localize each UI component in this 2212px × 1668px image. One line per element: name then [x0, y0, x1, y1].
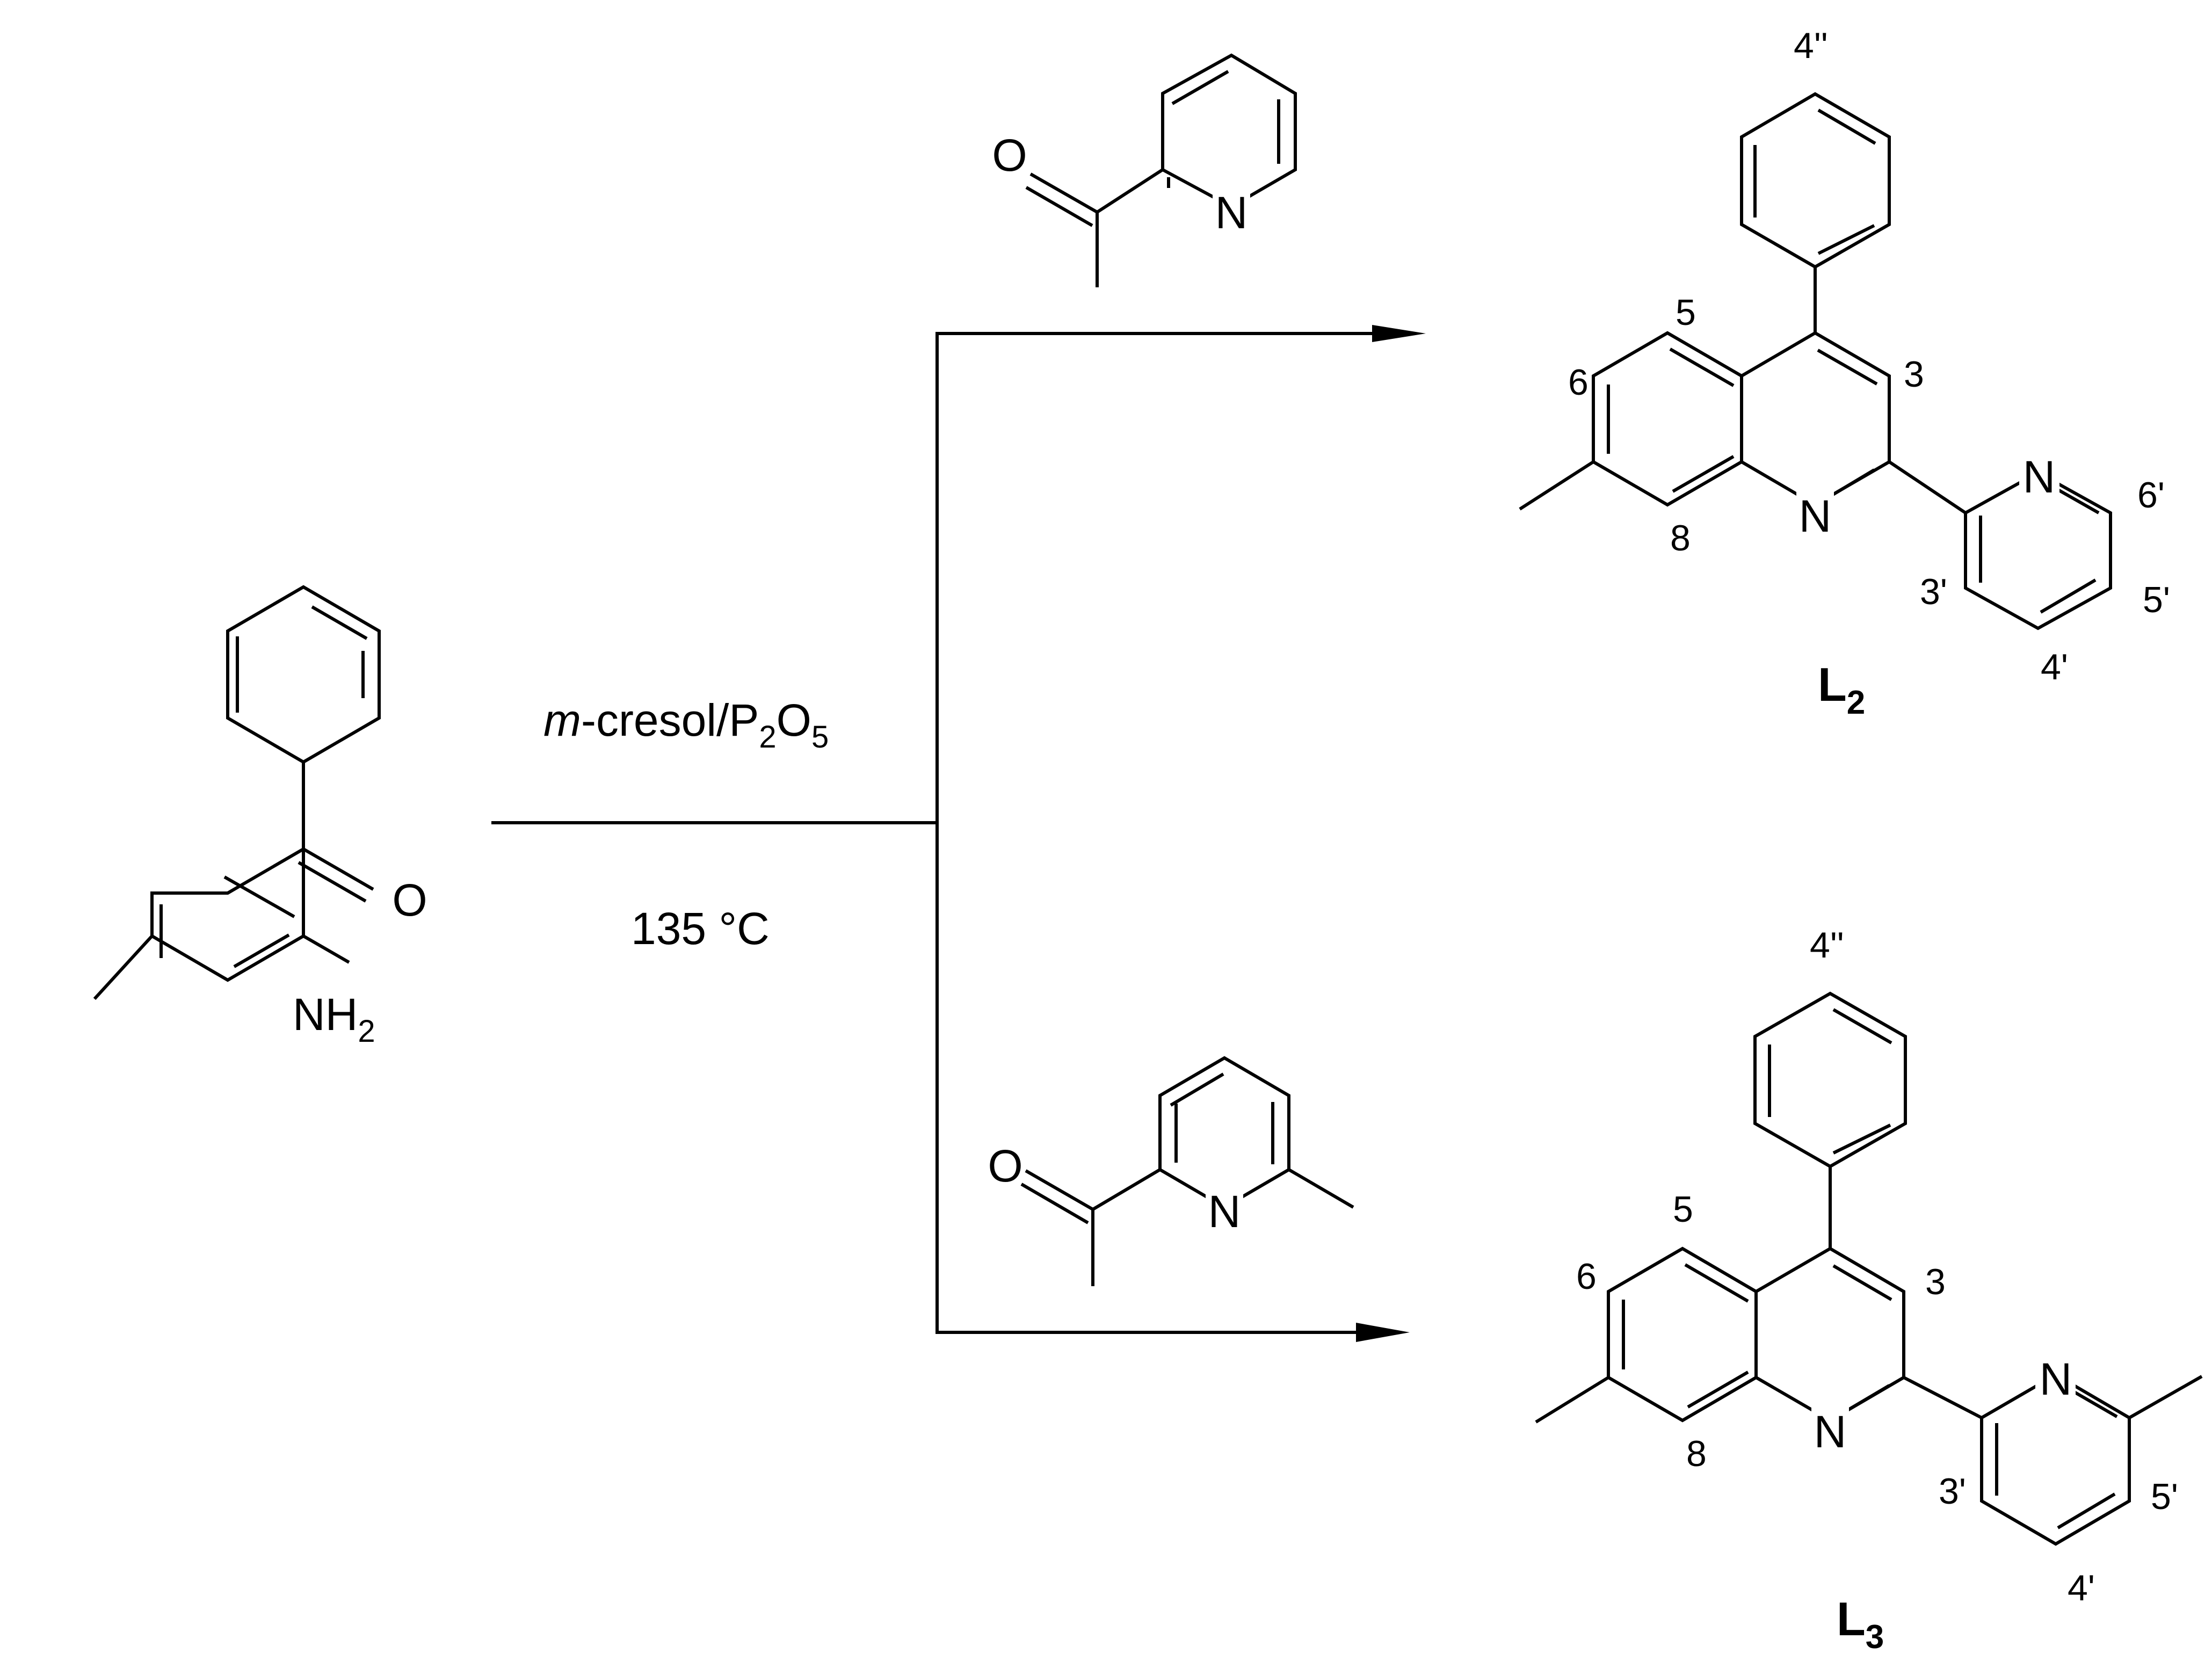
l2-quinoline-nitrogen: N [1799, 491, 1832, 541]
l2-pos-4pp: 4'' [1794, 25, 1828, 66]
reagent-2-acetyl-6-methylpyridine: O N [988, 1056, 1354, 1286]
l2-pos-8: 8 [1670, 518, 1691, 559]
product-L2: N N 4'' 5 6 8 3 6' 3' 5' 4' L2 [1519, 25, 2170, 721]
amine-label: NH2 [293, 989, 375, 1049]
l2-pos-6: 6 [1568, 362, 1589, 403]
l2-pos-3p: 3' [1920, 571, 1947, 612]
reagent-text: m-cresol/P2O5 [543, 695, 829, 755]
l3-pos-5p: 5' [2151, 1476, 2178, 1517]
compound-label-L3: L3 [1837, 1592, 1884, 1656]
reagent-2-acetylpyridine: O N [992, 53, 1297, 287]
branched-arrow [491, 325, 1426, 1342]
carbonyl-oxygen-label: O [392, 875, 427, 925]
starting-material: O NH2 [93, 585, 427, 1049]
l3-quinoline: N [1535, 1246, 1905, 1457]
reagent-top-oxygen: O [992, 130, 1027, 180]
l2-phenyl-ring [1740, 92, 1891, 269]
l2-quinoline: N [1519, 331, 1891, 541]
l3-pos-5: 5 [1673, 1189, 1693, 1230]
reagent-bottom-oxygen: O [988, 1141, 1022, 1191]
l3-pyridyl-nitrogen: N [2040, 1354, 2072, 1404]
compound-label-L2: L2 [1818, 658, 1865, 721]
l2-pos-6p: 6' [2137, 475, 2165, 516]
l3-pos-3p: 3' [1939, 1471, 1966, 1512]
l2-pos-3: 3 [1904, 354, 1924, 395]
reagent-bottom-nitrogen: N [1208, 1186, 1241, 1237]
reagent-top-nitrogen: N [1215, 187, 1248, 238]
l2-pyridyl-ring: N [1964, 451, 2112, 630]
l3-pos-8: 8 [1686, 1433, 1707, 1474]
l2-pos-5p: 5' [2143, 579, 2170, 620]
l3-quinoline-nitrogen: N [1814, 1406, 1847, 1457]
arrowhead-top [1372, 325, 1426, 342]
l3-pos-6: 6 [1576, 1256, 1597, 1297]
l3-pyridyl-ring: N [1980, 1353, 2203, 1546]
l2-pos-5: 5 [1676, 292, 1696, 333]
temperature-text: 135 °C [631, 903, 770, 954]
l3-pos-3: 3 [1925, 1261, 1946, 1302]
l3-phenyl-ring [1753, 991, 1907, 1169]
product-L3: N N 4'' 5 6 8 3 3' 5' 4' L3 [1535, 925, 2203, 1656]
l2-pyridyl-nitrogen: N [2023, 452, 2056, 502]
sm-aniline-ring [150, 846, 305, 982]
sm-phenyl-ring [226, 585, 381, 764]
arrowhead-bottom [1356, 1323, 1410, 1342]
l3-pos-4p: 4' [2068, 1568, 2095, 1608]
l2-pos-4p: 4' [2041, 647, 2068, 687]
l3-pos-4pp: 4'' [1810, 925, 1844, 966]
reaction-conditions: m-cresol/P2O5 135 °C [543, 695, 829, 954]
